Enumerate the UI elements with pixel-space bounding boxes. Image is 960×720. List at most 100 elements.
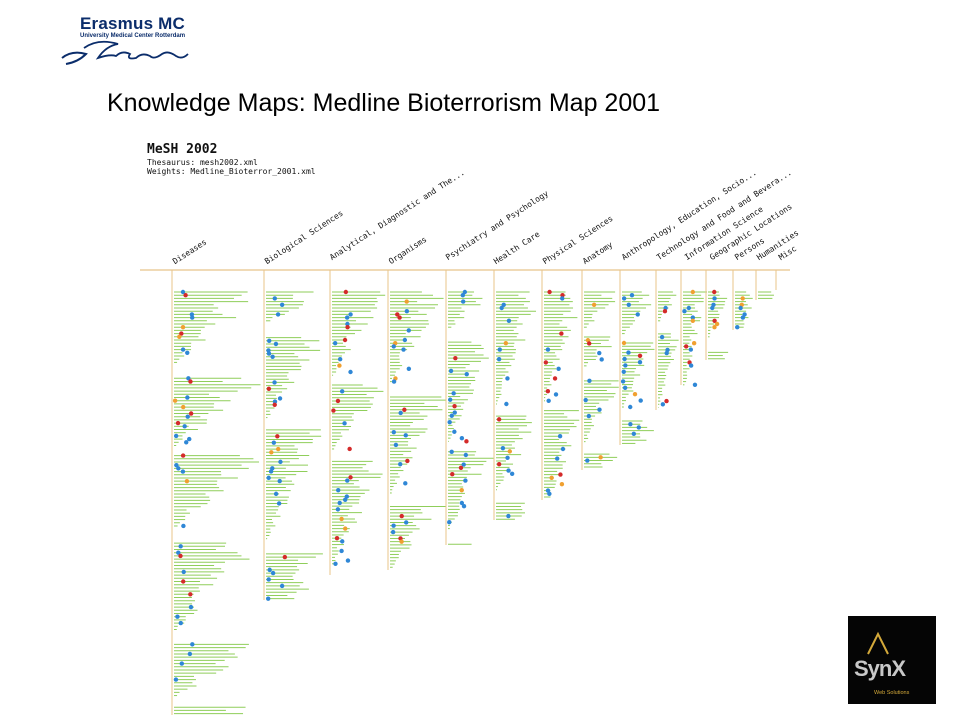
tree-node [586,413,592,419]
tree-node [278,459,283,465]
tree-node [393,442,399,448]
tree-node [509,471,515,476]
tree-node [692,382,698,387]
tree-node [460,293,466,298]
tree-node [405,458,410,464]
tree-node [586,341,592,346]
map-header: MeSH 2002 Thesaurus: mesh2002.xml Weight… [147,142,316,176]
tree-node [273,341,279,347]
tree-node [507,449,512,454]
tree-node [270,570,276,576]
tree-node [190,642,195,647]
tree-node [506,318,512,323]
tree-node [175,614,180,619]
tree-node [554,456,560,461]
tree-node [342,497,348,502]
tree-node [735,325,740,330]
tree-node [398,461,403,467]
tree-node [659,334,665,340]
tree-node [714,321,720,327]
tree-node [397,315,402,320]
tree-node [265,596,271,601]
tree-node [178,544,183,549]
tree-node [272,399,278,404]
tree-node [391,523,396,528]
tree-node [345,478,350,483]
tree-node [180,347,186,352]
tree-node [587,378,592,384]
tree-node [180,289,186,295]
tree-node [178,620,183,626]
tree-node [449,449,454,454]
tree-node [712,318,717,323]
tree-node [496,461,502,467]
tree-node [339,389,345,394]
tree-node [585,458,590,463]
tree-node [503,341,509,346]
tree-node [505,455,510,460]
tree-node [560,296,565,301]
thesaurus-label: Thesaurus: mesh2002.xml [147,158,258,167]
tree-node [403,481,408,486]
tree-node [710,305,715,311]
tree-node [547,491,552,497]
tree-node [183,293,188,298]
tree-node [598,455,603,460]
tree-node [463,452,469,458]
tree-node [404,309,410,314]
tree-node [452,403,457,409]
tree-node [628,404,633,410]
tree-node [660,402,666,407]
tree-node [632,392,638,397]
tree-node [398,410,403,416]
tree-node [452,410,457,415]
tree-node [340,539,345,544]
tree-node [173,677,179,682]
tree-node [738,305,743,311]
tree-node [399,513,404,519]
tree-node [342,421,347,426]
tree-node [559,331,564,336]
tree-node [335,398,341,404]
synx-word: SynX [854,656,906,681]
weights-label: Weights: Medline_Bioterror_2001.xml [147,167,316,176]
tree-node [345,558,351,563]
tree-node [402,337,408,343]
tree-node [545,347,551,352]
tree-node [458,465,464,470]
tree-node [342,337,348,343]
tree-node [450,471,455,477]
synx-subtitle: Web Solutions [874,690,910,696]
tree-node [337,357,343,362]
tree-node [691,341,697,346]
tree-node [345,325,350,330]
tree-node [547,289,552,295]
map-title: MeSH 2002 [147,142,218,157]
tree-node [272,296,277,301]
tree-node [275,312,281,317]
tree-node [334,535,340,541]
tree-node [635,312,640,317]
erasmus-mc-logo: Erasmus MC University Medical Center Rot… [58,10,198,70]
tree-node [282,554,288,560]
tree-node [462,289,468,295]
tree-node [712,289,717,295]
tree-node [180,469,186,474]
tree-node [275,434,280,439]
tree-node [185,414,190,419]
tree-node [271,440,277,445]
tree-node [188,592,193,597]
tree-node [559,482,565,487]
tree-node [464,371,469,377]
tree-node [626,350,631,355]
tree-node [268,469,274,474]
tree-node [560,293,565,298]
tree-node [558,472,563,477]
tree-node [637,353,643,359]
tree-node [464,439,469,444]
tree-node [543,360,549,365]
tree-node [172,398,178,403]
tree-node [277,396,283,401]
tree-node [187,436,192,442]
tree-node [345,321,350,327]
